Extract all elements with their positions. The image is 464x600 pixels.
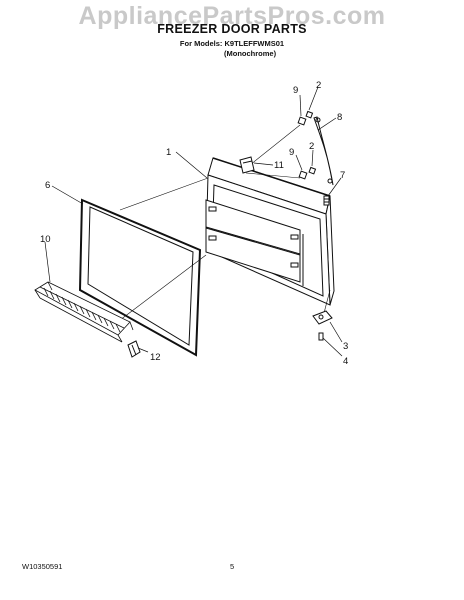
callout-8: 8 [337,112,342,123]
hinge-bushing-upper [297,110,314,126]
callout-9-lower: 9 [289,147,294,158]
leader-lines [44,86,343,357]
callout-7: 7 [340,170,345,181]
page-number: 5 [230,562,235,571]
hinge-cover [313,116,334,186]
callout-2-upper: 2 [316,80,321,91]
handle-cap [239,156,255,174]
hinge-bushing-lower [298,166,317,180]
callouts: 1 2 9 8 9 2 11 7 6 10 3 4 12 [40,80,348,367]
page-title: FREEZER DOOR PARTS [157,22,307,36]
projection-lines [119,124,331,321]
bottom-hinge [312,310,333,325]
callout-11: 11 [274,160,284,171]
watermark-logo: AppliancePartsPros.com [78,2,386,30]
callout-12: 12 [150,352,161,363]
door-gasket [78,198,202,357]
door-shelf-basket [34,281,134,343]
door-liner [205,157,335,306]
callout-10: 10 [40,234,51,245]
screw-4 [318,332,324,341]
models-line: For Models: K9TLEFFWMS01 [179,39,285,48]
callout-2-lower: 2 [309,141,314,152]
callout-6: 6 [45,180,50,191]
screw-7 [323,195,330,206]
variant-label: (Monochrome) [224,49,277,58]
shelf-end-cap [127,340,141,358]
callout-9-upper: 9 [293,85,298,96]
callout-4: 4 [343,356,348,367]
callout-1: 1 [166,147,171,158]
callout-3: 3 [343,341,348,352]
document-number: W10350591 [22,562,63,571]
